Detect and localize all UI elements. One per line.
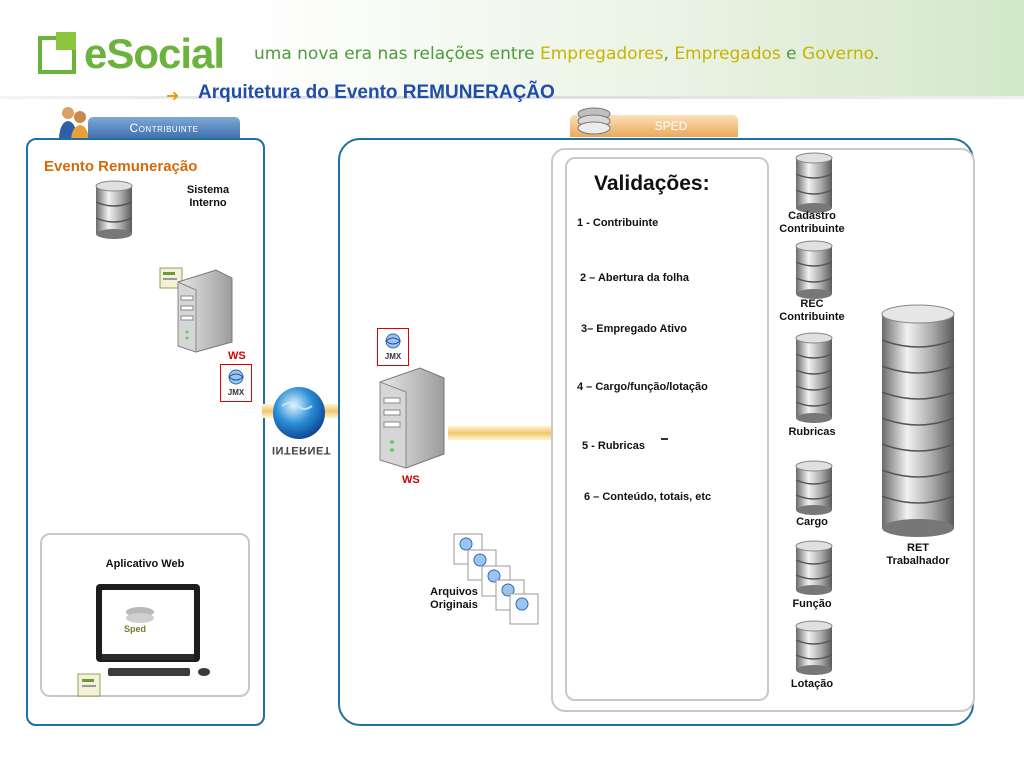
- db-label-line: Cadastro: [788, 210, 836, 222]
- validacao-item: 2 – Abertura da folha: [580, 272, 690, 284]
- tab-sped[interactable]: SPED: [570, 115, 738, 137]
- db-label-line: REC: [800, 298, 824, 310]
- tagline-part: ,: [663, 44, 675, 64]
- internet-label: INTERNET: [272, 444, 331, 456]
- tagline-part: uma nova era nas relações entre: [254, 44, 540, 64]
- validacao-item: 1 - Contribuinte: [577, 217, 659, 229]
- server-icon: [159, 267, 233, 353]
- sped-screen-label: Sped: [124, 624, 147, 634]
- db-label-line: Trabalhador: [886, 555, 950, 567]
- sistema-interno-label: Sistema Interno: [168, 184, 248, 210]
- sistema-label-line: Sistema: [186, 184, 230, 196]
- logo-text: eSocial: [84, 30, 225, 77]
- database-icon: [95, 180, 133, 239]
- ws-label-left: WS: [228, 350, 246, 362]
- jmx-file-icon: JMX: [220, 364, 252, 402]
- ret-database-icon: [881, 304, 955, 537]
- validacao-item: 6 – Conteúdo, totais, etc: [584, 491, 712, 503]
- header-divider: [0, 96, 1024, 99]
- tagline-part: e: [780, 44, 803, 64]
- esocial-logo: eSocial: [84, 30, 225, 78]
- arquivos-label-line: Originais: [430, 599, 478, 611]
- db-label-funcao: Função: [792, 598, 832, 610]
- page-title: Arquitetura do Evento REMUNERAÇÃO: [198, 82, 555, 103]
- server-icon: [379, 367, 445, 469]
- db-label-cadastro: Cadastro Contribuinte: [766, 210, 858, 236]
- validacoes-box: [565, 157, 769, 701]
- database-icon: [795, 620, 833, 675]
- event-title: Evento Remuneração: [44, 158, 198, 175]
- db-label-rubricas: Rubricas: [788, 426, 836, 438]
- db-label-cargo: Cargo: [796, 516, 828, 528]
- database-icon: [795, 460, 833, 515]
- tab-sped-label: SPED: [654, 119, 688, 133]
- globe-icon: [273, 387, 325, 439]
- header-tagline: uma nova era nas relações entre Empregad…: [254, 44, 879, 64]
- dash-mark: [661, 438, 668, 440]
- computer-icon: [96, 584, 210, 676]
- arquivos-label-line: Arquivos: [430, 586, 478, 598]
- bullet-arrow-icon: ➜: [166, 88, 180, 105]
- database-icon: [795, 152, 833, 213]
- validacao-item: 5 - Rubricas: [582, 440, 645, 452]
- validacao-item: 3– Empregado Ativo: [581, 323, 687, 335]
- people-icon: [59, 107, 89, 140]
- db-label-line: Contribuinte: [779, 223, 845, 235]
- jmx-label: JMX: [385, 352, 402, 361]
- connection-beam-right: [448, 426, 552, 440]
- db-label-lotacao: Lotação: [790, 678, 834, 690]
- document-icon: [77, 673, 101, 697]
- validacao-item: 4 – Cargo/função/lotação: [577, 381, 708, 393]
- tagline-empregados: Empregados: [674, 44, 781, 64]
- esocial-logo-icon: [38, 32, 76, 74]
- db-label-rec: REC Contribuinte: [766, 298, 858, 324]
- ws-label-right: WS: [402, 474, 420, 486]
- tab-contribuinte[interactable]: Contribuinte: [88, 117, 240, 139]
- aplicativo-web-label: Aplicativo Web: [105, 558, 185, 570]
- tagline-empregadores: Empregadores: [540, 44, 664, 64]
- db-label-line: RET: [907, 542, 929, 554]
- db-label-ret: RET Trabalhador: [870, 542, 966, 568]
- database-icon: [795, 240, 833, 299]
- database-icon: [795, 332, 833, 423]
- arquivos-originais-label: Arquivos Originais: [418, 586, 490, 612]
- tagline-part: .: [873, 44, 880, 64]
- sped-logo-icon: [577, 107, 611, 135]
- jmx-label: JMX: [228, 388, 245, 397]
- database-icon: [795, 540, 833, 595]
- tagline-governo: Governo: [802, 44, 874, 64]
- header-background: [240, 0, 1024, 98]
- jmx-files-stack-icon: [453, 533, 539, 625]
- jmx-file-icon: JMX: [377, 328, 409, 366]
- validacoes-title: Validações:: [594, 172, 710, 195]
- db-label-line: Contribuinte: [779, 311, 845, 323]
- sistema-label-line: Interno: [189, 197, 227, 209]
